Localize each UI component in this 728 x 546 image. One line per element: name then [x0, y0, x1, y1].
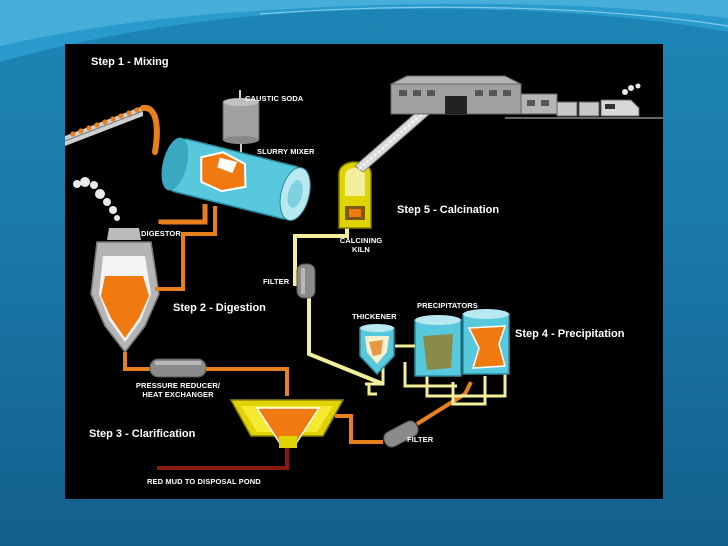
process-drawing	[65, 75, 663, 470]
step-1-label: Step 1 - Mixing	[91, 56, 169, 68]
warehouse	[390, 75, 558, 115]
thickener-label: THICKENER	[352, 312, 397, 321]
precipitator-1	[414, 315, 462, 377]
step-3-label: Step 3 - Clarification	[89, 428, 196, 440]
pressure-reducer-label-line2: HEAT EXCHANGER	[142, 390, 214, 399]
calcining-kiln-label: CALCINING KILN	[337, 236, 385, 254]
calcining-kiln-label-line2: KILN	[352, 245, 370, 254]
pressure-reducer-heat-exchanger	[149, 358, 207, 378]
top-filter	[296, 263, 316, 299]
slide-header-wave	[0, 0, 728, 62]
bayer-process-diagram: Step 1 - Mixing Step 2 - Digestion Step …	[65, 44, 663, 499]
red-mud-label: RED MUD TO DISPOSAL POND	[147, 477, 261, 486]
step-2-label: Step 2 - Digestion	[173, 302, 266, 314]
caustic-soda-label: CAUSTIC SODA	[245, 94, 304, 103]
calcining-kiln-label-line1: CALCINING	[339, 236, 383, 245]
digestor-label: DIGESTOR	[141, 229, 181, 238]
thickener	[359, 324, 395, 376]
pressure-reducer-label: PRESSURE REDUCER/ HEAT EXCHANGER	[123, 381, 233, 399]
step-4-label: Step 4 - Precipitation	[515, 328, 625, 340]
clarifier	[229, 399, 345, 448]
precipitators-label: PRECIPITATORS	[417, 301, 478, 310]
precipitator-2	[462, 309, 510, 375]
top-filter-label: FILTER	[263, 277, 290, 286]
calcining-kiln	[338, 161, 372, 229]
digestor	[73, 177, 160, 362]
bauxite-conveyor	[65, 105, 160, 155]
pressure-reducer-label-line1: PRESSURE REDUCER/	[135, 381, 221, 390]
slurry-mixer-label: SLURRY MIXER	[257, 147, 315, 156]
freight-train	[505, 83, 663, 119]
slurry-mixer	[161, 137, 311, 221]
bottom-filter-label: FILTER	[407, 435, 434, 444]
step-5-label: Step 5 - Calcination	[397, 204, 500, 216]
bottom-filter	[383, 420, 419, 448]
